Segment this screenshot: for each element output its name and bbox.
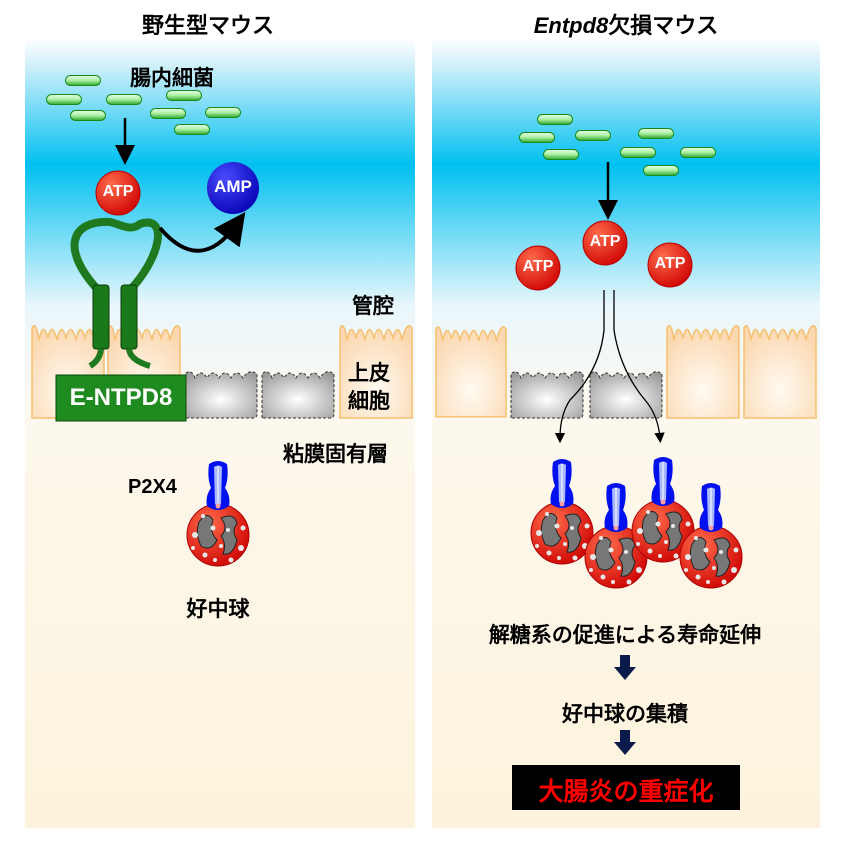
atp-circle-left: [95, 170, 141, 216]
gut-bacteria-label: 腸内細菌: [130, 66, 214, 90]
entpd8-label: E-NTPD8: [69, 384, 173, 411]
atp-leak-arrow-right: [613, 290, 665, 444]
left-panel-bg: [25, 38, 415, 828]
conversion-arrow: [158, 212, 246, 253]
atp-label-right-1: ATP: [522, 258, 554, 275]
epithelium-label-2: 細胞: [348, 389, 390, 413]
atp-circle-right-2: [582, 220, 628, 266]
down-arrow-2: [614, 730, 636, 755]
atp-label-right-3: ATP: [654, 255, 686, 272]
down-arrow-1: [614, 655, 636, 680]
amp-label: AMP: [214, 177, 252, 196]
amp-circle: [207, 162, 259, 214]
step-glycolysis: 解糖系の促進による寿命延伸: [488, 623, 762, 647]
atp-label-right-2: ATP: [589, 233, 621, 250]
lamina-propria-label: 粘膜固有層: [283, 442, 388, 466]
result-box: [512, 765, 740, 810]
entpd8-protein: [55, 217, 187, 422]
atp-circle-right-1: [515, 245, 561, 291]
p2x4-label: P2X4: [128, 476, 177, 498]
atp-label-left: ATP: [102, 183, 134, 200]
result-text: 大腸炎の重症化: [538, 777, 714, 806]
atp-circle-right-3: [647, 242, 693, 288]
step-accumulation: 好中球の集積: [562, 702, 688, 726]
atp-leak-arrow-left: [554, 290, 605, 444]
entpd8-label-box: [55, 374, 187, 422]
right-panel-bg: [432, 38, 820, 828]
right-title: Entpd8欠損マウス: [534, 8, 719, 40]
lumen-label: 管腔: [352, 294, 394, 318]
neutrophil-label: 好中球: [186, 597, 250, 621]
right-title-rest: 欠損マウス: [608, 14, 719, 39]
epithelium-label-1: 上皮: [348, 361, 390, 385]
gene-name: Entpd8: [533, 13, 609, 38]
left-title: 野生型マウス: [141, 14, 275, 39]
